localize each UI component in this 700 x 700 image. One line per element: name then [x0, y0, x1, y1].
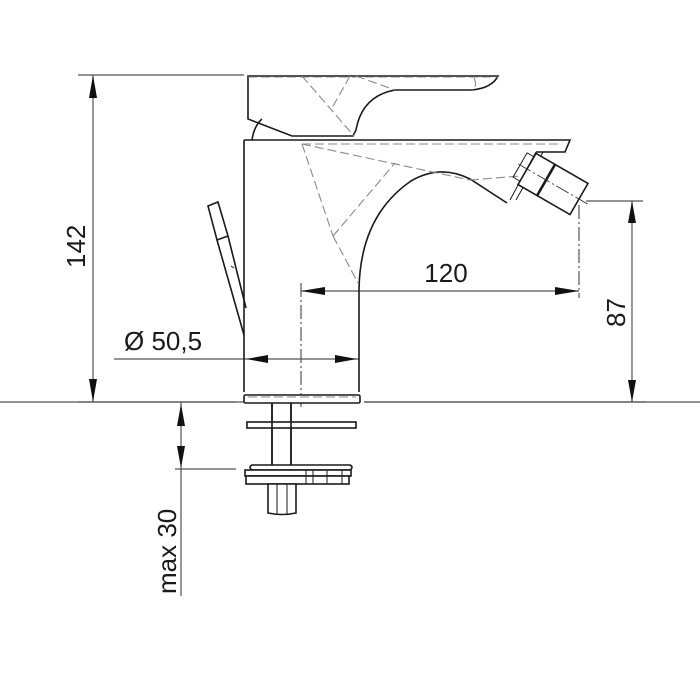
hidden-edge [301, 143, 471, 181]
dimension-outlet-height: 87 [364, 200, 646, 403]
aerator-outlet [512, 152, 590, 216]
arrow-right-icon [555, 287, 579, 295]
arrow-down-icon [177, 446, 185, 468]
hidden-edge [332, 235, 359, 284]
arrow-up-icon [177, 404, 185, 426]
pop-up-rod-right [227, 235, 247, 309]
arrow-left-icon [301, 287, 325, 295]
lever-collar [251, 118, 263, 141]
arrow-up-icon [89, 75, 97, 98]
flange-plate [243, 394, 361, 404]
hidden-edge [301, 75, 355, 137]
arrow-left-icon [246, 355, 268, 363]
nut-body [267, 483, 297, 516]
arrow-down-icon [89, 379, 97, 402]
fixing-nut [267, 483, 297, 516]
max-thickness-label: max 30 [152, 509, 182, 594]
bracket-plate [244, 469, 352, 477]
lever-handle [247, 75, 500, 141]
fixing-stud [271, 403, 292, 465]
outlet-height-label: 87 [601, 298, 631, 327]
fixing-washer [246, 403, 357, 465]
lever-outline [247, 75, 500, 137]
hidden-edge [355, 75, 396, 91]
bracket-base [245, 475, 350, 485]
pop-up-rod-left [216, 239, 245, 336]
hidden-edge [471, 77, 477, 91]
overall-height-label: 142 [61, 225, 91, 268]
base-diameter-label: Ø 50,5 [124, 326, 202, 356]
pop-up-rod [207, 200, 247, 336]
spout-top [244, 139, 572, 153]
rod-mark [230, 265, 235, 269]
hidden-edge [469, 175, 521, 181]
fixing-bracket [244, 464, 353, 485]
spout-underside [358, 171, 508, 392]
outlet-axis [518, 163, 588, 205]
base-flange [243, 394, 361, 404]
arrow-down-icon [628, 380, 636, 402]
dimension-spout-reach: 120 [300, 205, 580, 410]
hidden-edge [301, 143, 334, 237]
arrow-right-icon [335, 355, 357, 363]
mixer-body [243, 139, 572, 392]
dimension-max-deck-thickness: max 30 [0, 401, 236, 596]
arrow-up-icon [628, 201, 636, 223]
pop-up-knob [207, 200, 229, 242]
washer [246, 421, 357, 429]
hidden-edge [332, 162, 396, 237]
hidden-edge [331, 75, 351, 109]
spout-reach-label: 120 [424, 258, 467, 288]
dimension-base-diameter: Ø 50,5 [114, 326, 360, 392]
